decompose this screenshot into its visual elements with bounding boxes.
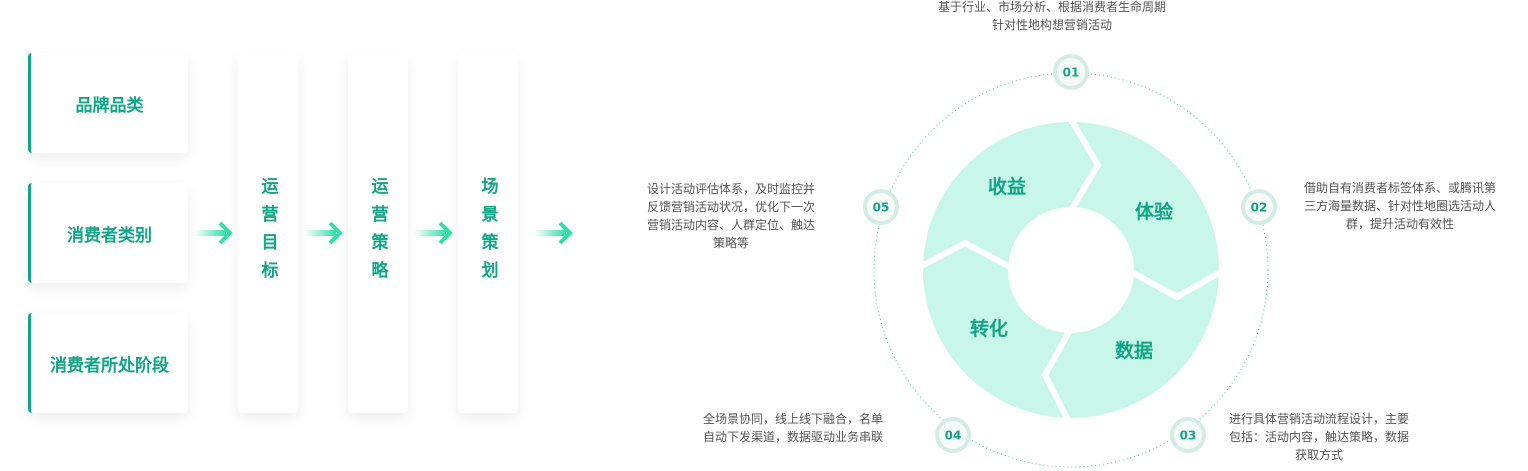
segment-experience: 体验	[1135, 200, 1174, 223]
badge-circle	[1053, 54, 1089, 90]
wheel-hole	[1008, 207, 1134, 333]
segment-data: 数据	[1115, 339, 1153, 362]
orbit-ring	[873, 72, 1269, 468]
badge-circle	[1241, 189, 1277, 225]
step-03-desc: 进行具体营销活动流程设计，主要包括：活动内容，触达策略，数据获取方式	[1229, 412, 1410, 462]
step-04-desc: 全场景协同，线上线下融合，名单自动下发渠道，数据驱动业务串联	[703, 412, 884, 444]
badge-number: 01	[1063, 66, 1080, 80]
badge-number: 02	[1251, 201, 1268, 215]
badge-circle	[1170, 417, 1206, 453]
arrow-right-icon	[414, 221, 453, 245]
step-05-desc: 设计活动评估体系，及时监控并反馈营销活动状况，优化下一次营销活动内容、人群定位、…	[647, 182, 816, 250]
arrow-right-icon	[534, 221, 573, 245]
step-badge-01: 01	[1053, 54, 1089, 90]
column-label: 运营策略	[367, 177, 388, 289]
step-badge-05: 05	[863, 189, 899, 225]
card-label: 品牌品类	[75, 95, 144, 116]
step-badge-03: 03	[1170, 417, 1206, 453]
step-01-desc: 基于行业、市场分析、根据消费者生命周期针对性地构想营销活动	[938, 0, 1167, 32]
card-consumer-type: 消费者类别	[28, 183, 188, 283]
card-brand-category: 品牌品类	[28, 53, 188, 153]
column-operation-goal: 运营目标	[238, 53, 298, 413]
badge-number: 04	[945, 429, 962, 443]
badge-number: 03	[1180, 429, 1197, 443]
wheel-separators	[916, 116, 1226, 426]
badge-circle	[935, 417, 971, 453]
step-badge-04: 04	[935, 417, 971, 453]
segment-revenue: 收益	[988, 175, 1026, 198]
card-label: 消费者所处阶段	[50, 355, 169, 376]
column-operation-strategy: 运营策略	[348, 53, 408, 413]
arrow-right-icon	[194, 221, 233, 245]
column-label: 场景策划	[477, 177, 498, 289]
badge-number: 05	[873, 201, 890, 215]
card-consumer-stage: 消费者所处阶段	[28, 313, 188, 413]
step-02-desc: 借助自有消费者标签体系、或腾讯第三方海量数据、针对性地圈选活动人群，提升活动有效…	[1304, 181, 1497, 231]
badge-circle	[863, 189, 899, 225]
card-label: 消费者类别	[67, 225, 152, 246]
column-scene-planning: 场景策划	[458, 53, 518, 413]
column-label: 运营目标	[257, 177, 278, 289]
step-badge-02: 02	[1241, 189, 1277, 225]
segment-conversion: 转化	[970, 317, 1008, 340]
arrow-right-icon	[304, 221, 343, 245]
